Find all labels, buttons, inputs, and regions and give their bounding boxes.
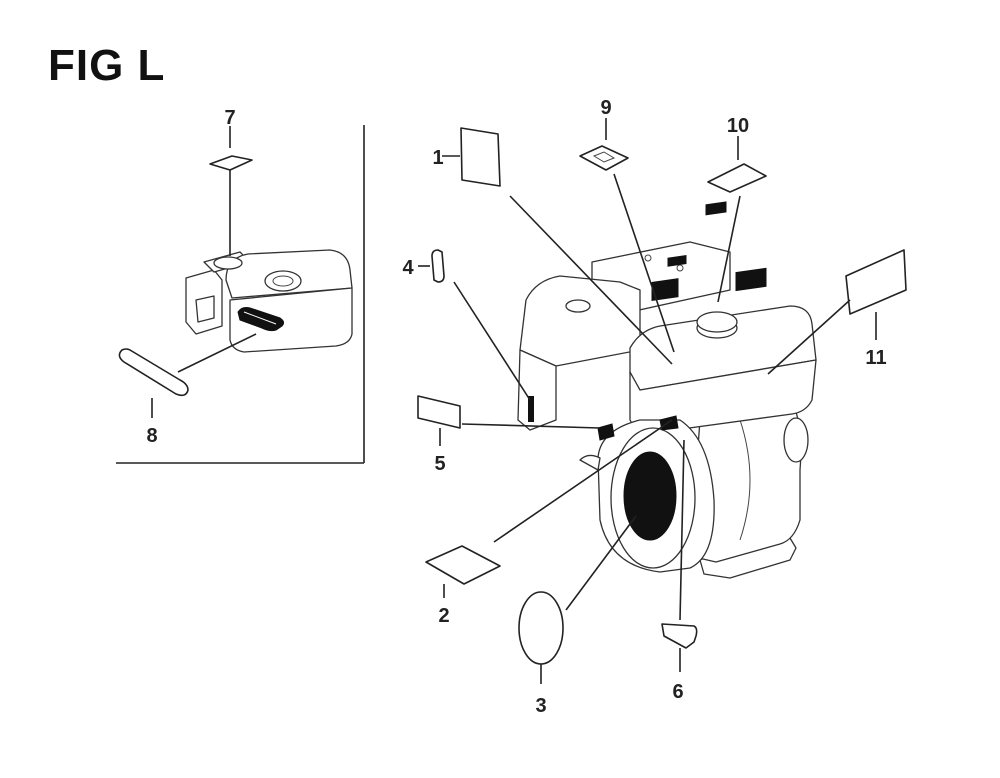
- part-5-label: [417, 395, 601, 446]
- callout-9: 9: [600, 97, 611, 119]
- callout-3: 3: [535, 695, 546, 717]
- callout-8: 8: [146, 425, 157, 447]
- part-9-label: [579, 118, 675, 353]
- callout-1: 1: [432, 147, 443, 169]
- part-7-label: [209, 126, 253, 256]
- callout-6: 6: [672, 681, 683, 703]
- callout-5: 5: [434, 453, 445, 475]
- part-8-label: [118, 333, 257, 418]
- part-10-label: [707, 136, 767, 303]
- figure-title: FIG L: [48, 41, 166, 90]
- callout-7: 7: [224, 107, 235, 129]
- part-4-label: [418, 249, 531, 401]
- callout-10: 10: [727, 115, 749, 137]
- part-1-label: [442, 127, 673, 365]
- inset-fuel-tank: [185, 249, 353, 353]
- callout-11: 11: [865, 347, 886, 369]
- engine-assembly: [517, 201, 817, 579]
- part-6-label: [661, 439, 698, 672]
- part-2-label: [425, 419, 673, 598]
- callout-4: 4: [402, 257, 414, 279]
- callout-2: 2: [438, 605, 449, 627]
- part-3-label: [518, 515, 637, 684]
- inset-frame: [116, 125, 365, 464]
- part-11-label: [767, 249, 907, 375]
